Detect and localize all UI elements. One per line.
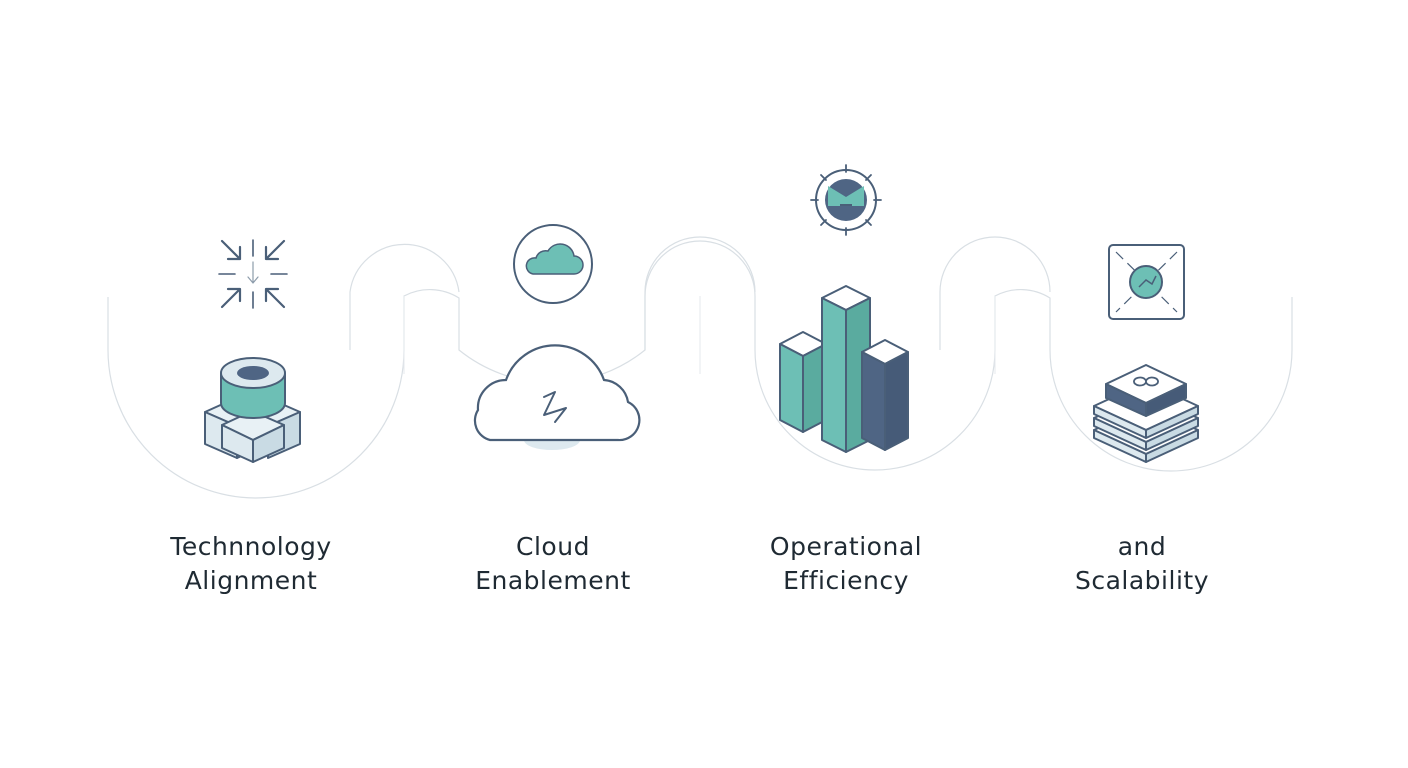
- wave-connector-path: [107, 240, 1293, 499]
- step-label-operational-efficiency: Operational Efficiency: [716, 530, 976, 598]
- convergence-arrows-icon: [218, 239, 288, 309]
- cloud-icon: [513, 224, 593, 304]
- step-1-line-2: Alignment: [184, 566, 318, 595]
- step-4-line-2: Scalability: [1074, 566, 1209, 595]
- step-label-technology-alignment: Technnology Alignment: [121, 530, 381, 598]
- step-2-line-2: Enablement: [475, 566, 631, 595]
- stacked-cylinder-blocks-illustration: [204, 357, 301, 463]
- step-3-line-2: Efficiency: [783, 566, 909, 595]
- step-label-scalability: and Scalability: [1012, 530, 1272, 598]
- stacked-layer-platform-illustration: [1093, 364, 1199, 463]
- wave-connector-path-verticals: [403, 296, 996, 374]
- step-2-line-1: Cloud: [516, 532, 590, 561]
- gauge-target-icon: [810, 164, 882, 236]
- cloud-lightning-illustration: [473, 344, 641, 450]
- step-4-line-1: and: [1117, 532, 1167, 561]
- step-1-line-1: Technnology: [170, 532, 332, 561]
- step-3-line-1: Operational: [769, 532, 923, 561]
- step-label-cloud-enablement: Cloud Enablement: [423, 530, 683, 598]
- wave-connector-path-top: [349, 236, 1051, 350]
- isometric-bar-towers-illustration: [779, 285, 909, 453]
- network-node-square-icon: [1108, 244, 1185, 320]
